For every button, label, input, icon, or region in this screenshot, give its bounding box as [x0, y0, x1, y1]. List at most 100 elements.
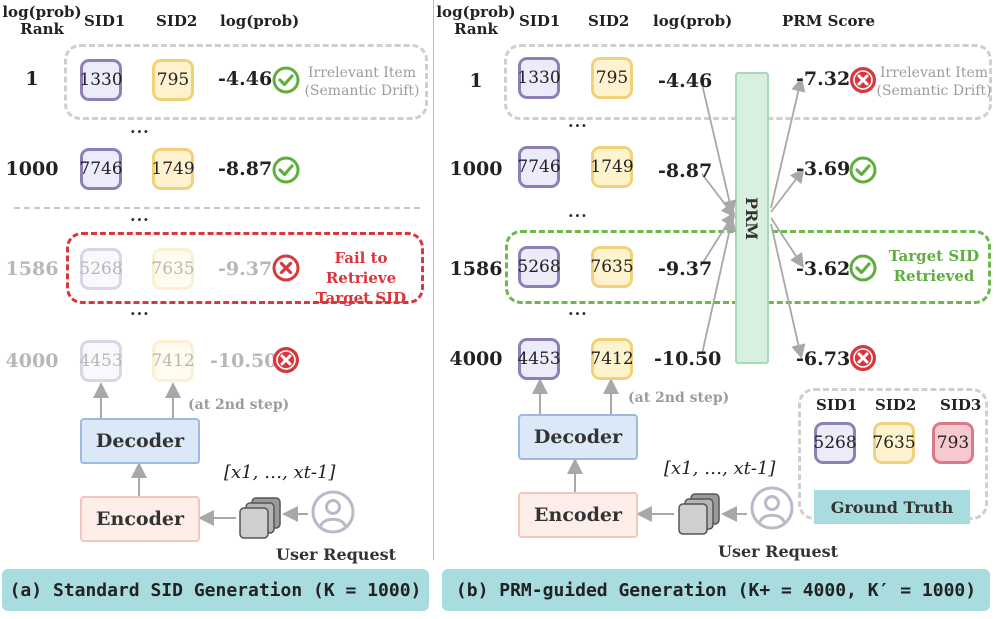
logprob-value: -4.46: [658, 70, 713, 92]
sid1-token: 7746: [79, 148, 123, 190]
gt-sid1-header: SID1: [816, 396, 858, 414]
ellipsis: ...: [130, 118, 150, 137]
decoder-label: Decoder: [95, 430, 185, 452]
prm-score-value: -6.73: [796, 348, 851, 370]
gt-sid2-token: 7635: [872, 422, 916, 464]
sid1-token: 5268: [517, 246, 561, 288]
caption-prm-guided: (b) PRM-guided Generation (K+ = 4000, K′…: [442, 569, 990, 611]
user-icon: [311, 490, 355, 534]
caption-standard-text: (a) Standard SID Generation (K = 1000): [9, 579, 422, 601]
sid2-header: SID2: [156, 12, 198, 30]
gt-sid3-token: 793: [932, 422, 974, 464]
rank-value: 4000: [449, 348, 503, 370]
sid2-token: 7635: [590, 246, 634, 288]
ellipsis: ...: [130, 300, 150, 319]
rank-header-line1: log(prob): [436, 3, 516, 21]
logprob-header: log(prob): [653, 12, 733, 30]
check-icon: [272, 156, 300, 184]
caption-standard: (a) Standard SID Generation (K = 1000): [2, 569, 429, 611]
ground-truth-label: Ground Truth: [814, 490, 970, 524]
ellipsis: ...: [130, 206, 150, 225]
sid1-header: SID1: [84, 12, 126, 30]
irrelevant-item-note: Irrelevant Item (Semantic Drift): [304, 64, 420, 100]
ellipsis: ...: [568, 300, 588, 319]
irrelevant-item-note: Irrelevant Item (Semantic Drift): [876, 64, 992, 100]
topk-cutoff-line: [14, 207, 420, 209]
target-retrieved-note: Target SID Retrieved: [880, 246, 988, 286]
rank-header: log(prob) Rank: [0, 4, 84, 38]
irrelevant-note-line2: (Semantic Drift): [876, 83, 992, 99]
sid1-token: 7746: [517, 146, 561, 188]
check-icon: [272, 66, 300, 94]
check-icon: [849, 254, 877, 282]
prm-score-value: -3.69: [796, 158, 851, 180]
prm-score-value: -7.32: [796, 68, 851, 90]
at-step-note: (at 2nd step): [188, 397, 290, 413]
ground-truth-text: Ground Truth: [830, 497, 954, 517]
logprob-value: -10.50: [210, 350, 278, 372]
cross-icon: [273, 347, 299, 373]
gt-sid1-token: 5268: [813, 422, 857, 464]
fail-to-retrieve-box: [66, 232, 424, 304]
caption-prm-text: (b) PRM-guided Generation (K+ = 4000, K′…: [455, 579, 977, 601]
panel-divider: [433, 0, 434, 560]
rank-header: log(prob) Rank: [434, 4, 518, 38]
sid1-token: 4453: [517, 338, 561, 380]
sid1-header: SID1: [519, 12, 561, 30]
encoder-block: Encoder: [80, 496, 200, 542]
user-request-label: User Request: [276, 545, 397, 564]
encoder-label: Encoder: [96, 508, 184, 530]
rank-value: 1: [25, 68, 39, 90]
target-note-line1: Target SID: [888, 247, 980, 265]
decoder-block: Decoder: [80, 418, 200, 464]
rank-value: 1586: [449, 258, 503, 280]
stacked-pages-icon: [678, 493, 720, 535]
logprob-value: -9.37: [658, 258, 713, 280]
rank-value: 4000: [5, 350, 59, 372]
prm-arrows: [532, 76, 806, 522]
logprob-value: -8.87: [218, 158, 273, 180]
logprob-value: -4.46: [218, 68, 273, 90]
sid2-token: 795: [591, 57, 633, 99]
sid1-token: 4453: [79, 340, 123, 382]
sid2-header: SID2: [588, 12, 630, 30]
logprob-header: log(prob): [220, 12, 300, 30]
sid2-token: 7412: [151, 340, 195, 382]
rank-value: 1: [469, 70, 483, 92]
prm-score-value: -3.62: [796, 258, 851, 280]
check-icon: [849, 156, 877, 184]
ellipsis: ...: [568, 202, 588, 221]
encoder-label: Encoder: [534, 504, 622, 526]
user-icon: [750, 486, 794, 530]
gt-sid2-header: SID2: [875, 396, 917, 414]
irrelevant-item-box: [64, 44, 428, 120]
decoder-label: Decoder: [533, 426, 623, 448]
context-sequence: [x1, …, xt-1]: [664, 458, 776, 479]
sid2-token: 795: [152, 59, 194, 101]
logprob-value: -10.50: [654, 348, 722, 370]
rank-value: 1000: [449, 158, 503, 180]
decoder-block: Decoder: [518, 414, 638, 460]
sid2-token: 1749: [590, 146, 634, 188]
cross-icon: [850, 67, 876, 93]
fail-note-line2: Target SID: [315, 289, 407, 307]
user-request-label: User Request: [718, 542, 839, 561]
sid1-token: 5268: [79, 248, 123, 290]
context-sequence: [x1, …, xt-1]: [224, 462, 336, 483]
irrelevant-note-line1: Irrelevant Item: [879, 65, 989, 81]
at-step-note: (at 2nd step): [628, 390, 730, 406]
sid1-token: 1330: [79, 59, 123, 101]
ellipsis: ...: [568, 112, 588, 131]
sid2-token: 7412: [590, 338, 634, 380]
rank-header-line1: log(prob): [2, 3, 82, 21]
fail-to-retrieve-note: Fail to Retrieve Target SID: [302, 248, 420, 308]
logprob-value: -8.87: [658, 160, 713, 182]
rank-header-line2: Rank: [20, 20, 64, 38]
irrelevant-note-line2: (Semantic Drift): [304, 83, 420, 99]
target-note-line2: Retrieved: [893, 267, 975, 285]
sid2-token: 1749: [151, 148, 195, 190]
logprob-value: -9.37: [218, 258, 273, 280]
stacked-pages-icon: [239, 497, 281, 539]
encoder-block: Encoder: [518, 492, 638, 538]
cross-icon: [850, 345, 876, 371]
